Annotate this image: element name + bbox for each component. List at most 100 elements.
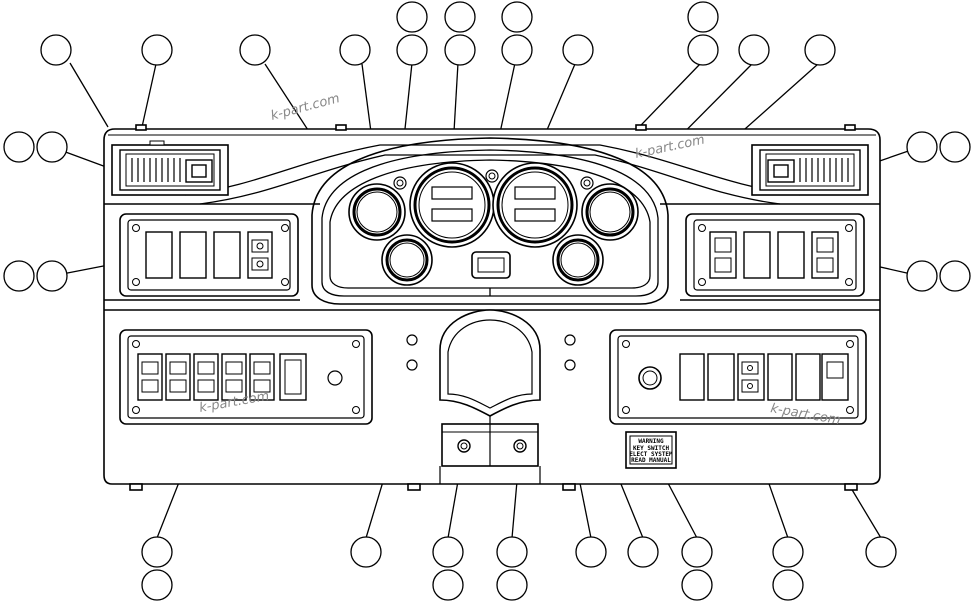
callout-balloon	[939, 260, 971, 292]
rocker-switch	[737, 353, 765, 401]
rocker-switch	[707, 353, 735, 401]
callout-balloon	[432, 536, 464, 568]
blank-plug	[327, 370, 343, 386]
drawing-stroke	[197, 361, 215, 375]
rocker-switch	[767, 353, 793, 401]
gauge-cluster	[348, 162, 639, 286]
panel-screw	[846, 406, 854, 414]
callout-balloon	[432, 569, 464, 601]
callout-balloon	[239, 34, 271, 66]
rocker-switch	[679, 353, 705, 401]
panel-screw	[132, 406, 140, 414]
rocker-switch	[777, 231, 805, 279]
drawing-stroke	[356, 191, 398, 233]
air-vent-right	[751, 144, 869, 196]
panel-screw	[846, 340, 854, 348]
upper-switch-panels	[119, 213, 865, 297]
drawing-stroke	[629, 435, 673, 465]
drawing-stroke	[141, 361, 159, 375]
mounting-pin	[844, 483, 858, 491]
callout-balloon	[501, 34, 533, 66]
callout-balloon	[350, 536, 382, 568]
drawing-stroke	[826, 361, 844, 379]
callout-balloon	[575, 536, 607, 568]
air-vent-left	[111, 140, 229, 196]
rocker-switch	[795, 353, 821, 401]
drawing-stroke	[329, 159, 651, 289]
drawing-stroke	[131, 158, 181, 182]
callout-balloon	[687, 1, 719, 33]
callout-balloon	[36, 260, 68, 292]
panel-screw	[132, 224, 140, 232]
callout-balloon	[396, 1, 428, 33]
mounting-pin	[135, 124, 147, 131]
panel-screw	[132, 278, 140, 286]
callout-balloon	[906, 260, 938, 292]
drawing-stroke	[389, 242, 425, 278]
callout-balloon	[627, 536, 659, 568]
drawing-stroke	[488, 172, 496, 180]
drawing-stroke	[477, 257, 505, 273]
rocker-switch	[193, 353, 219, 401]
panel-screw	[352, 340, 360, 348]
mounting-pin	[407, 483, 421, 491]
gauge-display	[514, 208, 556, 222]
callout-balloon	[339, 34, 371, 66]
callout-balloon	[681, 569, 713, 601]
drawing-stroke	[418, 171, 486, 239]
small-gauge-lower-right	[552, 234, 604, 286]
drawing-stroke	[816, 237, 834, 253]
callout-balloon	[3, 131, 35, 163]
drawing-stroke	[501, 171, 569, 239]
drawing-stroke	[583, 179, 591, 187]
panel-screw	[698, 224, 706, 232]
gauge-display	[431, 208, 473, 222]
callout-balloon	[865, 536, 897, 568]
warning-plate-line: WARNING	[638, 438, 664, 445]
drawing-stroke	[560, 242, 596, 278]
drawing-stroke	[396, 179, 404, 187]
mounting-pin	[335, 124, 347, 131]
rocker-switch	[137, 353, 163, 401]
panel-screw	[622, 406, 630, 414]
rocker-switch	[743, 231, 771, 279]
warning-plate: WARNING KEY SWITCH ELECT SYSTEM READ MAN…	[625, 431, 677, 469]
drawing-stroke	[199, 154, 781, 205]
small-gauge-lower-left	[381, 234, 433, 286]
mounting-pin	[844, 124, 856, 131]
steering-column	[406, 309, 576, 484]
panel-screw	[698, 278, 706, 286]
drawing-stroke	[184, 144, 801, 196]
callout-balloon	[3, 260, 35, 292]
drawing-stroke	[284, 359, 302, 395]
callout-balloon	[396, 34, 428, 66]
drawing-stroke	[747, 365, 753, 371]
drawing-stroke	[589, 191, 631, 233]
drawing-stroke	[253, 361, 271, 375]
drawing-stroke	[256, 242, 264, 250]
panel-screw	[622, 340, 630, 348]
drawing-stroke	[253, 379, 271, 393]
drawing-stroke	[321, 149, 659, 297]
panel-bolt	[406, 334, 418, 346]
drawing-stroke	[714, 237, 732, 253]
large-gauge-right	[492, 162, 578, 248]
panel-screw	[352, 406, 360, 414]
gauge-display	[431, 186, 473, 200]
lower-switch-panel-right	[609, 329, 867, 425]
panel-screw	[281, 224, 289, 232]
callout-balloon	[772, 536, 804, 568]
lower-switch-panels	[119, 329, 867, 425]
callout-balloon	[906, 131, 938, 163]
panel-bolt	[564, 334, 576, 346]
drawing-stroke	[714, 257, 732, 273]
drawing-stroke	[516, 442, 524, 450]
callout-balloon	[804, 34, 836, 66]
warning-plate-line: READ MANUAL	[631, 457, 671, 464]
callout-balloon	[687, 34, 719, 66]
gauge-display	[514, 186, 556, 200]
callout-balloon	[939, 131, 971, 163]
small-gauge-upper-right	[581, 183, 639, 241]
